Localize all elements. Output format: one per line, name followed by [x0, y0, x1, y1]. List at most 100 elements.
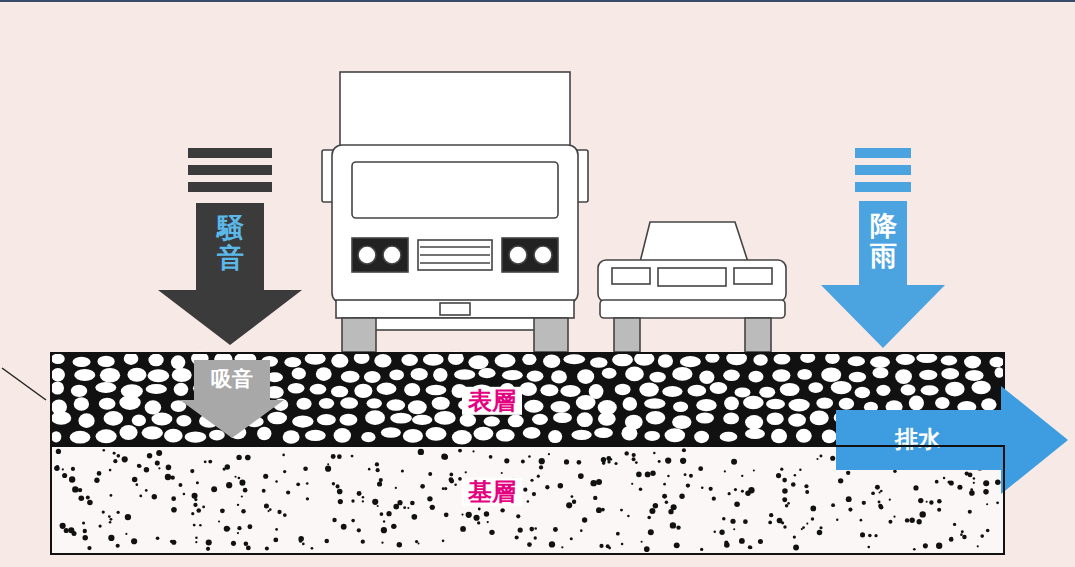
aggregate-dot [871, 491, 875, 495]
stone [759, 387, 775, 398]
aggregate-dot [787, 502, 790, 505]
stone [473, 427, 493, 441]
aggregate-dot [961, 530, 964, 533]
aggregate-dot [529, 527, 534, 532]
aggregate-dot [831, 503, 835, 507]
stone [124, 352, 139, 364]
aggregate-dot [228, 528, 230, 530]
stone [386, 399, 405, 411]
stone [766, 412, 783, 425]
aggregate-dot [282, 454, 285, 457]
aggregate-dot [155, 461, 160, 466]
stone [550, 401, 570, 413]
aggregate-dot [558, 483, 564, 489]
aggregate-dot [867, 546, 870, 549]
aggregate-dot [375, 462, 379, 466]
aggregate-dot [461, 514, 463, 516]
aggregate-dot [733, 528, 735, 530]
aggregate-dot [465, 471, 467, 473]
base-layer-band: 基層 [50, 445, 1005, 555]
aggregate-dot [466, 512, 472, 518]
aggregate-dot [116, 544, 120, 548]
stone [548, 430, 562, 443]
aggregate-dot [518, 527, 523, 532]
aggregate-dot [549, 541, 555, 547]
aggregate-dot [183, 493, 186, 496]
stone [644, 398, 665, 408]
aggregate-dot [441, 453, 447, 459]
aggregate-dot [125, 514, 131, 520]
stone [772, 369, 790, 382]
aggregate-dot [82, 535, 88, 541]
aggregate-dot [504, 458, 509, 463]
aggregate-dot [671, 504, 677, 510]
aggregate-dot [636, 472, 642, 478]
stone [96, 429, 117, 443]
aggregate-dot [918, 498, 923, 503]
stone [901, 384, 916, 395]
stone [51, 381, 64, 394]
stone [119, 395, 140, 410]
aggregate-dot [98, 524, 101, 527]
stone [331, 386, 348, 398]
arrow-body [180, 360, 284, 438]
aggregate-dot [868, 534, 872, 538]
stone [367, 398, 382, 408]
stone [340, 397, 358, 409]
arrow-shape [836, 386, 1071, 494]
aggregate-dot [913, 548, 916, 551]
aggregate-dot [986, 529, 990, 533]
aggregate-dot [395, 487, 397, 489]
truck-grille [418, 240, 492, 270]
aggregate-dot [247, 524, 252, 529]
aggregate-dot [418, 449, 424, 455]
stone [164, 429, 183, 443]
aggregate-dot [719, 530, 724, 535]
aggregate-dot [377, 481, 382, 486]
aggregate-dot [679, 494, 684, 499]
car [598, 222, 786, 352]
aggregate-dot [926, 501, 928, 503]
aggregate-dot [337, 454, 342, 459]
aggregate-dot [564, 459, 569, 464]
aggregate-dot [923, 543, 928, 548]
stone [639, 382, 659, 396]
aggregate-dot [799, 469, 801, 471]
aggregate-dot [730, 519, 735, 524]
car-wheel [745, 318, 771, 352]
aggregate-dot [875, 485, 880, 490]
aggregate-dot [415, 540, 418, 543]
aggregate-dot [846, 496, 852, 502]
node-label: 基層 [462, 478, 522, 506]
stone [257, 427, 271, 440]
arrow-bar [188, 165, 272, 175]
stone [495, 354, 516, 368]
aggregate-dot [743, 519, 748, 524]
stone [339, 414, 357, 426]
aggregate-dot [577, 460, 582, 465]
stone [146, 384, 167, 394]
aggregate-dot [662, 494, 667, 499]
aggregate-dot [246, 545, 251, 550]
aggregate-dot [171, 476, 175, 480]
aggregate-dot [238, 477, 241, 480]
aggregate-dot [82, 521, 85, 524]
stone [174, 383, 189, 396]
aggregate-dot [801, 528, 803, 530]
aggregate-dot [94, 478, 99, 483]
stone [496, 429, 515, 442]
aggregate-dot [376, 468, 380, 472]
stone [849, 372, 867, 382]
stone [870, 356, 890, 368]
aggregate-dot [728, 492, 731, 495]
stone [680, 356, 701, 367]
aggregate-dot [336, 484, 340, 488]
stone [941, 355, 957, 365]
stone [590, 357, 608, 367]
stone [896, 354, 915, 365]
aggregate-dot [178, 483, 182, 487]
stone [127, 368, 146, 382]
aggregate-dot [87, 500, 93, 506]
aggregate-dot [478, 508, 481, 511]
